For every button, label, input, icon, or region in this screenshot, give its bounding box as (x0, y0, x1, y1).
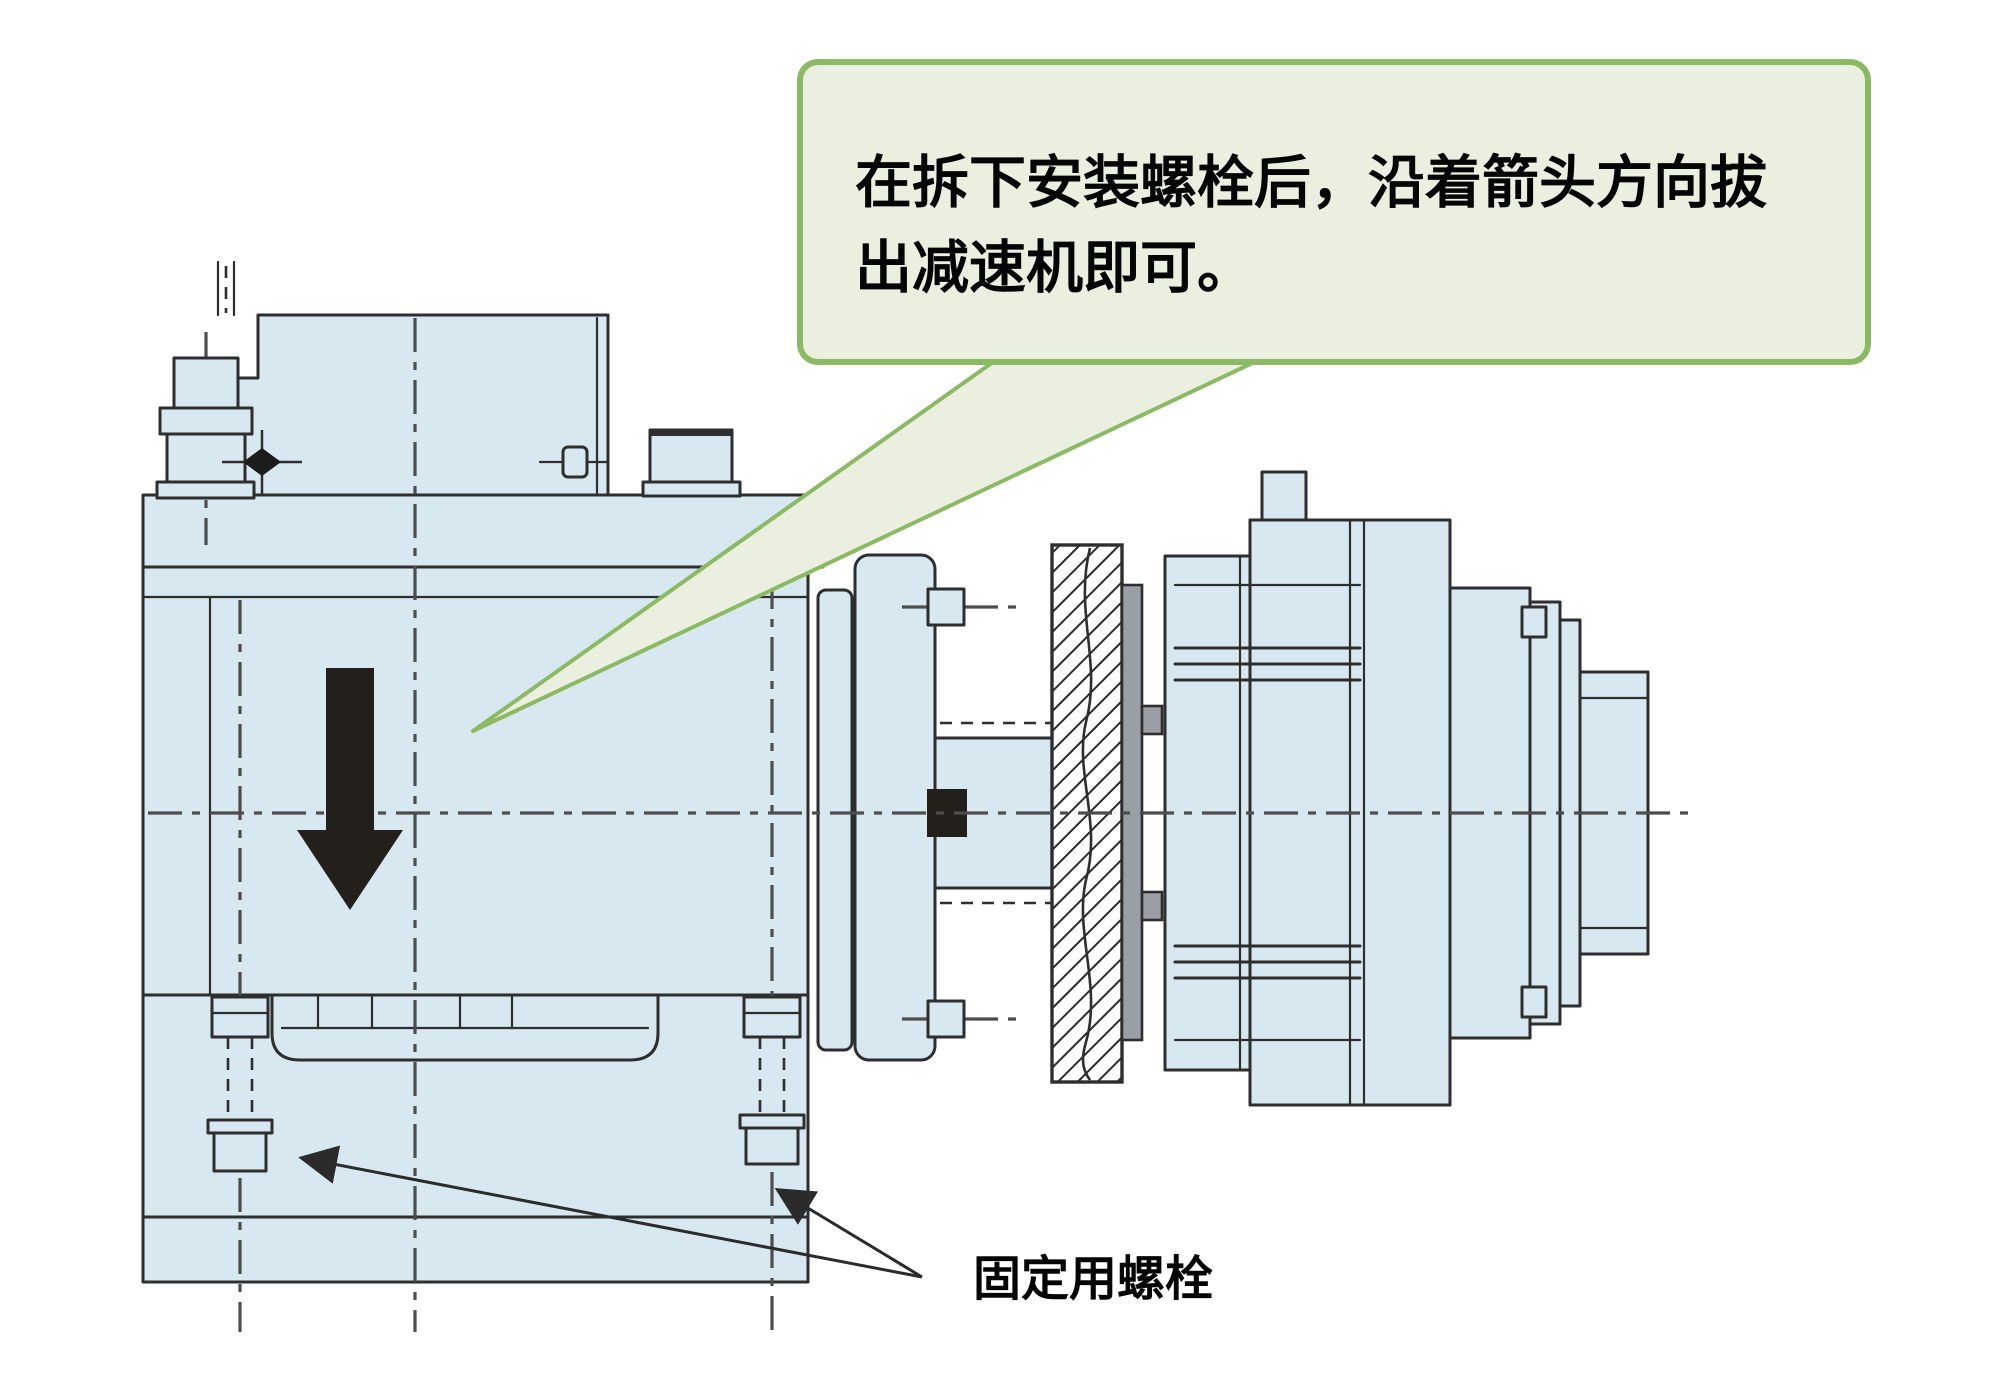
callout-text-line2: 出减速机即可。 (855, 235, 1254, 301)
mounting-bolt-washer (158, 406, 254, 436)
mounting-bolt-top (155, 332, 256, 545)
fixing-bolt-left-nut (212, 1131, 268, 1173)
leader-arrow-left (298, 1145, 923, 1279)
fixing-bolt-right-nut (744, 1126, 800, 1166)
top-flange (141, 493, 825, 569)
flange-bolt-top (902, 587, 1024, 627)
leader-arrow-right (774, 1187, 923, 1279)
callout-bubble (797, 59, 1871, 365)
mounting-bolt-body (165, 432, 247, 484)
motor-rear-notch (1520, 985, 1548, 1019)
fixing-bolt-left-head (210, 995, 270, 1039)
junction-box (641, 428, 742, 498)
mounting-flange (853, 553, 937, 1062)
gearbox-unit (141, 260, 825, 1332)
motor-cooling-ribs (1173, 646, 1362, 980)
brake-plate-tab (1140, 704, 1164, 736)
fixing-bolt-right-head (742, 995, 802, 1039)
adapter-plate (816, 588, 854, 1052)
center-mark (222, 430, 302, 494)
mounting-bolt-pad (155, 480, 256, 500)
fixing-bolt-right-washer (738, 1113, 806, 1130)
fixing-bolts-label: 固定用螺栓 (973, 1251, 1213, 1307)
fixing-bolt-right (738, 575, 806, 1332)
down-arrow-icon (297, 668, 403, 910)
gearbox-body (141, 565, 810, 1284)
motor (1163, 470, 1650, 1107)
fixing-bolt-left (206, 600, 274, 1332)
flange-bolt-bottom (902, 999, 1024, 1039)
fixing-bolt-left-washer (206, 1118, 274, 1135)
callout-text-line1: 在拆下安装螺栓后，沿着箭头方向拔 (855, 150, 1767, 216)
mounting-bolt-head (172, 356, 240, 410)
oil-pan (270, 993, 660, 1062)
coupling-disc-wave (1081, 547, 1093, 1081)
plug-screw (538, 445, 609, 479)
motor-rear-notch (1520, 605, 1548, 639)
brake-plate-tab (1140, 890, 1164, 922)
motor-terminal (1260, 470, 1308, 522)
